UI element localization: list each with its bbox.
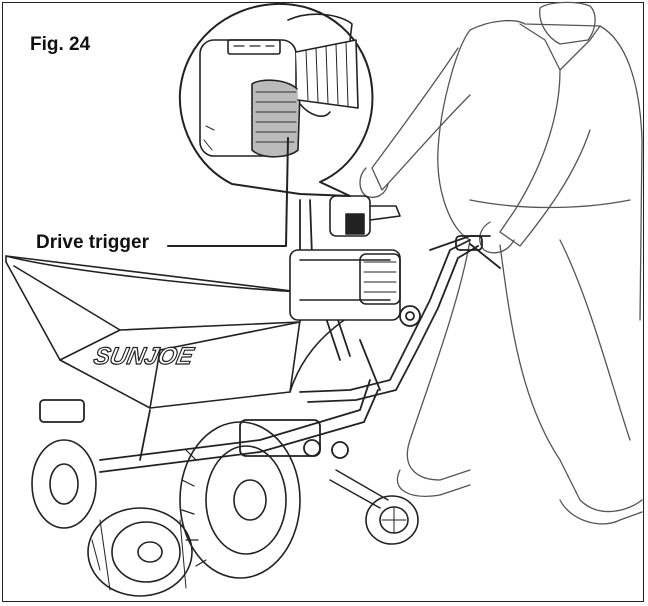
sunjoe-logo: SUNJOE — [91, 343, 196, 370]
wheelbarrow-tub: SUNJOE — [5, 255, 351, 409]
motor-housing — [289, 249, 401, 321]
figure-title: Fig. 24 — [30, 34, 91, 55]
drive-trigger-label: Drive trigger — [36, 232, 149, 253]
support-wheel-right — [329, 469, 419, 545]
magnified-inset — [178, 2, 374, 197]
drive-trigger-unit — [329, 195, 401, 237]
front-wheel-left — [87, 507, 193, 597]
main-drive-wheel — [179, 421, 301, 579]
callout-leader-line — [167, 137, 289, 247]
rear-wheel-left — [31, 439, 97, 529]
operator-figure — [359, 1, 643, 525]
